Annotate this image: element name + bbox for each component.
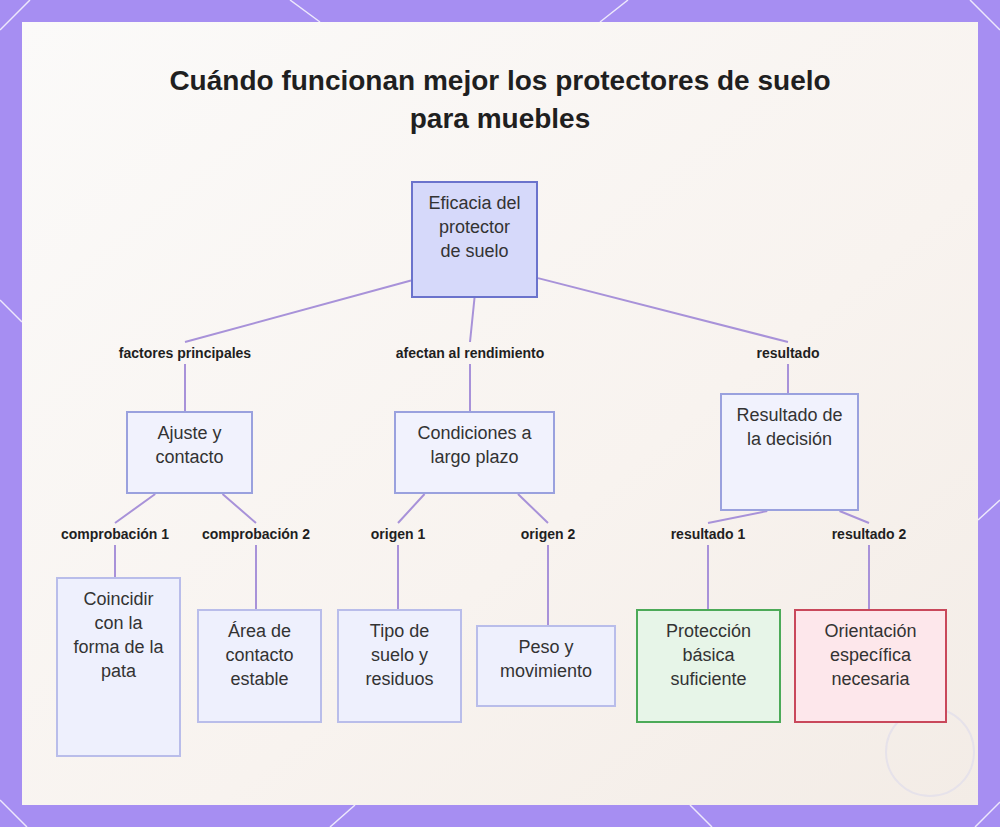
factor-box: Área de contacto estable [197,609,322,723]
connector-line [538,278,788,393]
connector-line [840,511,869,609]
diagram-title: Cuándo funcionan mejor los protectores d… [150,62,850,138]
node-text: Ajuste y contacto [142,421,237,469]
factor-box: Tipo de suelo y residuos [337,609,462,723]
edge-label: resultado 2 [832,526,907,542]
node-text: Tipo de suelo y residuos [353,619,446,691]
node-text: Peso y movimiento [492,635,600,683]
node-text: Orientación específica necesaria [810,619,931,691]
edge-label: resultado 1 [671,526,746,542]
node-text: Eficacia del protector de suelo [427,191,522,263]
connector-line [518,494,548,625]
category-box: Resultado de la decisión [720,393,859,511]
outcome-box: Protección básica suficiente [636,609,781,723]
node-text: Resultado de la decisión [736,403,843,451]
root-box: Eficacia del protector de suelo [411,181,538,298]
category-box: Ajuste y contacto [126,411,253,494]
factor-box: Peso y movimiento [476,625,616,707]
connector-line [223,494,256,609]
connector-line [708,511,767,609]
edge-label: origen 2 [521,526,575,542]
edge-label: afectan al rendimiento [396,345,545,361]
edge-label: comprobación 1 [61,526,169,542]
edge-label: comprobación 2 [202,526,310,542]
category-box: Condiciones a largo plazo [394,411,555,494]
outcome-box: Orientación específica necesaria [794,609,947,723]
factor-box: Coincidir con la forma de la pata [56,577,181,757]
edge-label: factores principales [119,345,251,361]
node-text: Protección básica suficiente [652,619,765,691]
node-text: Coincidir con la forma de la pata [72,587,165,683]
edge-label: resultado [756,345,819,361]
node-text: Condiciones a largo plazo [410,421,539,469]
connector-line [398,494,425,609]
edge-label: origen 1 [371,526,425,542]
panel-background [22,22,978,805]
node-text: Área de contacto estable [213,619,306,691]
